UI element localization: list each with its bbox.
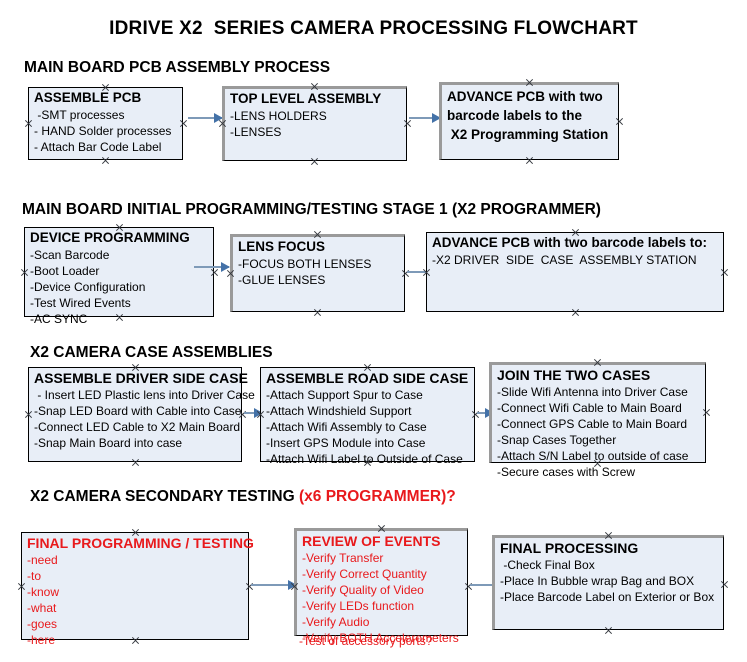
- box-line: -Connect Wifi Cable to Main Board: [497, 400, 682, 415]
- box-line: -LENSES: [230, 124, 282, 139]
- box-title: TOP LEVEL ASSEMBLY: [230, 91, 382, 106]
- box-advance-pcb-programming-station[interactable]: ADVANCE PCB with two barcode labels to t…: [439, 82, 619, 160]
- box-title: LENS FOCUS: [238, 239, 326, 254]
- box-line: -know: [27, 584, 60, 599]
- box-title: ASSEMBLE ROAD SIDE CASE: [266, 370, 469, 386]
- box-device-programming[interactable]: DEVICE PROGRAMMING -Scan Barcode -Boot L…: [24, 227, 214, 326]
- box-line: -Snap Cases Together: [497, 432, 617, 447]
- arrow-connector: [244, 408, 263, 418]
- box-line: -Verify Transfer: [302, 550, 384, 565]
- box-assemble-driver-side-case[interactable]: ASSEMBLE DRIVER SIDE CASE - Insert LED P…: [28, 367, 255, 462]
- section-heading-2-text: MAIN BOARD INITIAL PROGRAMMING/TESTING S…: [22, 201, 601, 218]
- box-line: -Connect LED Cable to X2 Main Board: [34, 419, 241, 434]
- box-line: -Secure cases with Screw: [497, 464, 636, 479]
- box-line: -GLUE LENSES: [238, 272, 326, 287]
- box-title: FINAL PROGRAMMING / TESTING: [27, 535, 254, 551]
- box-title: DEVICE PROGRAMMING: [30, 230, 190, 245]
- box-line: -Verify LEDs function: [302, 598, 415, 613]
- box-line: -Boot Loader: [30, 263, 100, 278]
- box-line: -Attach Wifi Label to Outside of Case: [266, 451, 463, 466]
- box-line: - Insert LED Plastic lens into Driver Ca…: [34, 387, 255, 402]
- box-line: -here: [27, 632, 56, 647]
- box-line: -SMT processes: [34, 107, 125, 122]
- box-line: -Place Barcode Label on Exterior or Box: [500, 589, 715, 604]
- box-line: -Verify Quality of Video: [302, 582, 424, 597]
- box-review-of-events[interactable]: REVIEW OF EVENTS -Verify Transfer -Verif…: [294, 528, 468, 645]
- arrow-connector: [251, 580, 297, 590]
- box-line: -X2 DRIVER SIDE CASE ASSEMBLY STATION: [432, 252, 697, 267]
- box-line: -Test Wired Events: [30, 295, 131, 310]
- box-line: -Device Configuration: [30, 279, 146, 294]
- box-lens-focus[interactable]: LENS FOCUS -FOCUS BOTH LENSES -GLUE LENS…: [230, 234, 405, 312]
- box-overflow-line: -Test of accessory ports?: [299, 634, 433, 648]
- box-line: -Attach Support Spur to Case: [266, 387, 423, 402]
- box-title: ASSEMBLE PCB: [34, 90, 142, 105]
- arrow-connector: [188, 113, 223, 123]
- box-assemble-road-side-case[interactable]: ASSEMBLE ROAD SIDE CASE -Attach Support …: [260, 367, 475, 466]
- section-heading-1-text: MAIN BOARD PCB ASSEMBLY PROCESS: [24, 59, 331, 76]
- box-title: REVIEW OF EVENTS: [302, 533, 441, 549]
- box-final-programming-testing[interactable]: FINAL PROGRAMMING / TESTING -need -to -k…: [21, 532, 254, 647]
- box-line: -Attach Windshield Support: [266, 403, 412, 418]
- box-title: FINAL PROCESSING: [500, 540, 639, 556]
- section-heading-3: X2 CAMERA CASE ASSEMBLIES: [30, 344, 273, 362]
- box-top-level-assembly[interactable]: TOP LEVEL ASSEMBLY -LENS HOLDERS -LENSES: [222, 86, 407, 161]
- box-line: -Scan Barcode: [30, 247, 110, 262]
- box-line: -goes: [27, 616, 58, 631]
- section-heading-3-text: X2 CAMERA CASE ASSEMBLIES: [30, 344, 273, 361]
- box-line: - HAND Solder processes: [34, 123, 172, 138]
- box-line: -Verify Audio: [302, 614, 370, 629]
- box-line: -Slide Wifi Antenna into Driver Case: [497, 384, 688, 399]
- section-heading-1: MAIN BOARD PCB ASSEMBLY PROCESS: [24, 59, 330, 77]
- box-line: -Snap Main Board into case: [34, 435, 183, 450]
- box-line: X2 Programming Station: [447, 127, 609, 142]
- box-line: barcode labels to the: [447, 108, 583, 123]
- box-title: ADVANCE PCB with two barcode labels to:: [432, 235, 708, 250]
- box-line: -Verify BOTH Accelerometers: [302, 630, 459, 645]
- box-title: ASSEMBLE DRIVER SIDE CASE: [34, 370, 248, 386]
- box-line: -AC SYNC: [30, 311, 88, 326]
- page-title: IDRIVE X2 SERIES CAMERA PROCESSING FLOWC…: [109, 18, 638, 39]
- box-line: -FOCUS BOTH LENSES: [238, 256, 372, 271]
- box-line: -Place In Bubble wrap Bag and BOX: [500, 573, 695, 588]
- box-final-processing[interactable]: FINAL PROCESSING -Check Final Box -Place…: [492, 535, 724, 630]
- box-assemble-pcb[interactable]: ASSEMBLE PCB -SMT processes - HAND Solde…: [28, 87, 183, 160]
- box-line: -Attach Wifi Assembly to Case: [266, 419, 427, 434]
- box-line: -what: [27, 600, 57, 615]
- box-line: -Verify Correct Quantity: [302, 566, 427, 581]
- box-line: -need: [27, 552, 58, 567]
- arrow-connector: [409, 113, 441, 123]
- box-join-the-two-cases[interactable]: JOIN THE TWO CASES -Slide Wifi Antenna i…: [489, 362, 706, 479]
- section-heading-4-text: X2 CAMERA SECONDARY TESTING: [30, 488, 299, 505]
- section-heading-4-red-text: (x6 PROGRAMMER)?: [299, 488, 456, 505]
- box-title: ADVANCE PCB with two: [447, 89, 603, 104]
- box-title: JOIN THE TWO CASES: [497, 367, 651, 383]
- box-line: -to: [27, 568, 42, 583]
- box-advance-pcb-driver-side[interactable]: ADVANCE PCB with two barcode labels to: …: [426, 232, 724, 312]
- arrow-connector: [194, 262, 230, 272]
- box-line: -Snap LED Board with Cable into Case: [34, 403, 242, 418]
- box-line: -Check Final Box: [500, 557, 595, 572]
- box-line: - Attach Bar Code Label: [34, 139, 162, 154]
- section-heading-4: X2 CAMERA SECONDARY TESTING (x6 PROGRAMM…: [30, 488, 456, 506]
- box-line: -Connect GPS Cable to Main Board: [497, 416, 688, 431]
- box-line: -Attach S/N Label to outside of case: [497, 448, 689, 463]
- box-line: -Insert GPS Module into Case: [266, 435, 426, 450]
- section-heading-2: MAIN BOARD INITIAL PROGRAMMING/TESTING S…: [22, 201, 601, 219]
- box-line: -LENS HOLDERS: [230, 108, 327, 123]
